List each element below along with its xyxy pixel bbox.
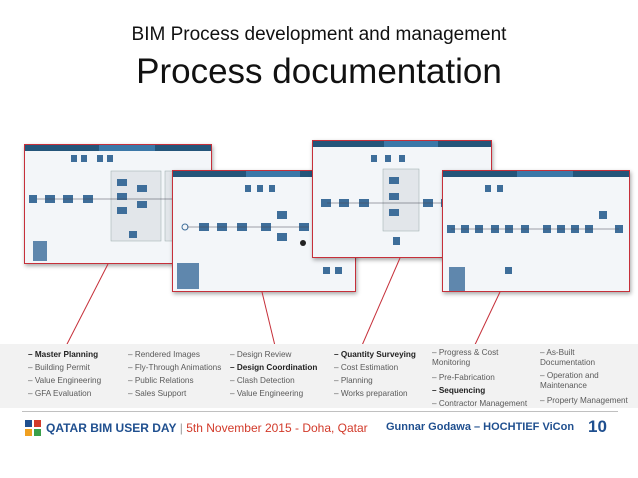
list-item: – Sales Support [128, 389, 187, 398]
list-item: – Value Engineering [230, 389, 304, 398]
column-1: – Master Planning – Building Permit – Va… [28, 348, 124, 400]
list-item: – Rendered Images [128, 350, 200, 359]
event-info: QATAR BIM USER DAY | 5th November 2015 -… [46, 421, 368, 435]
list-item: – Property Management [540, 396, 628, 405]
list-item: – Operation and Maintenance [540, 371, 599, 390]
column-4: – Quantity Surveying – Cost Estimation –… [334, 348, 430, 400]
list-item: – Building Permit [28, 363, 90, 372]
list-item: – Progress & Cost Monitoring [432, 348, 499, 367]
process-diagram-thumbnail-4 [442, 170, 630, 292]
qatar-bim-logo-icon [25, 420, 41, 436]
list-item: – Design Review [230, 350, 292, 359]
column-5: – Progress & Cost Monitoring – Pre-Fabri… [432, 348, 532, 410]
list-item: – GFA Evaluation [28, 389, 92, 398]
event-separator: | [176, 421, 187, 435]
list-item: – Contractor Management [432, 399, 528, 408]
list-item: – Fly-Through Animations [128, 363, 222, 372]
slide-title: Process documentation [136, 52, 502, 91]
process-diagram-3 [321, 155, 484, 245]
event-date: 5th November 2015 - Doha, Qatar [186, 421, 368, 435]
column-3: – Design Review – Design Coordination – … [230, 348, 332, 400]
use-cases-band [0, 344, 638, 408]
list-item: – Master Planning [28, 350, 99, 359]
list-item: – Design Coordination [230, 363, 318, 372]
list-item: – Cost Estimation [334, 363, 399, 372]
list-item: – Pre-Fabrication [432, 373, 495, 382]
column-6: – As-Built Documentation – Operation and… [540, 348, 636, 407]
list-item: – Clash Detection [230, 376, 295, 385]
list-item: – Value Engineering [28, 376, 102, 385]
process-diagram-2 [177, 185, 342, 289]
list-item: – As-Built Documentation [540, 348, 596, 367]
process-diagram-4 [447, 185, 623, 291]
list-item: – Planning [334, 376, 373, 385]
list-item: – Works preparation [334, 389, 408, 398]
page-number: 10 [588, 417, 607, 436]
slide-subtitle: BIM Process development and management [131, 24, 507, 45]
list-item: – Quantity Surveying [334, 350, 416, 359]
footer-divider [22, 411, 618, 412]
column-2: – Rendered Images – Fly-Through Animatio… [128, 348, 228, 400]
list-item: – Public Relations [128, 376, 194, 385]
list-item: – Sequencing [432, 386, 486, 395]
speaker-name: Gunnar Godawa – HOCHTIEF ViCon [386, 421, 575, 433]
event-name: QATAR BIM USER DAY [46, 421, 177, 435]
